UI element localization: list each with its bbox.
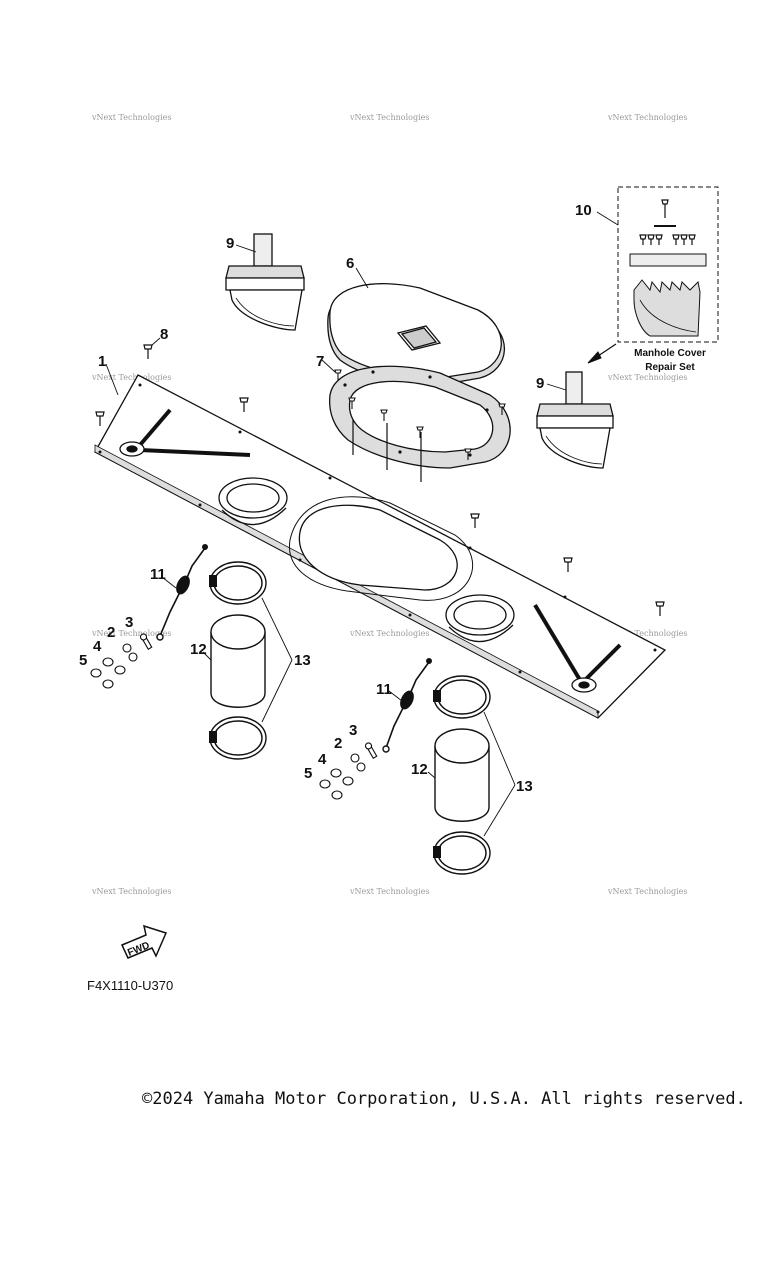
callout-5: 5	[304, 765, 312, 782]
watermark: vNext Technologies	[349, 629, 429, 638]
vent-fitting	[536, 371, 614, 469]
repair-set-box	[587, 186, 719, 364]
callout-11: 11	[150, 566, 166, 583]
watermark: vNext Technologies	[607, 113, 687, 122]
callouts: 1 8 9 6 7 10 9 11 12 13 3 2 4 5 11 12 13…	[79, 202, 592, 795]
manhole-frame	[328, 365, 511, 482]
watermark: vNext Technologies	[91, 113, 171, 122]
caption-line: Manhole Cover	[634, 348, 706, 359]
callout-2: 2	[107, 624, 115, 641]
watermark: vNext Technologies	[91, 887, 171, 896]
callout-9: 9	[536, 375, 544, 392]
copyright-notice: ©2024 Yamaha Motor Corporation, U.S.A. A…	[142, 1089, 746, 1109]
watermark: vNext Technologies	[91, 373, 171, 382]
callout-12: 12	[190, 641, 207, 658]
frame-screws	[334, 369, 506, 460]
callout-13: 13	[516, 778, 533, 795]
callout-9: 9	[226, 235, 234, 252]
plate-screws	[95, 344, 665, 616]
callout-3: 3	[125, 614, 133, 631]
kit-screw	[661, 199, 669, 218]
callout-8: 8	[160, 326, 168, 343]
repair-set-caption: Manhole Cover Repair Set	[628, 347, 712, 375]
deck-plate	[94, 374, 667, 719]
watermark: vNext Technologies	[349, 887, 429, 896]
watermark: vNext Technologies	[91, 629, 171, 638]
kit-rivets	[639, 234, 696, 245]
vent-fitting	[225, 233, 305, 331]
caption-line: Repair Set	[645, 362, 695, 373]
callout-13: 13	[294, 652, 311, 669]
fwd-arrow: FWD	[120, 924, 168, 959]
callout-5: 5	[79, 652, 87, 669]
callout-10: 10	[575, 202, 592, 219]
callout-2: 2	[334, 735, 342, 752]
hardware-left	[90, 633, 153, 689]
watermark: vNext Technologies	[607, 629, 687, 638]
callout-3: 3	[349, 722, 357, 739]
callout-6: 6	[346, 255, 354, 272]
hose-assembly-left	[156, 544, 267, 760]
callout-11: 11	[376, 681, 392, 698]
watermark: vNext Technologies	[349, 113, 429, 122]
watermark: vNext Technologies	[607, 373, 687, 382]
diagram-code: F4X1110-U370	[87, 978, 174, 993]
callout-7: 7	[316, 353, 324, 370]
manhole-cover	[327, 283, 505, 386]
callout-12: 12	[411, 761, 428, 778]
callout-4: 4	[93, 638, 102, 655]
callout-4: 4	[318, 751, 327, 768]
watermarks: vNext Technologies vNext Technologies vN…	[91, 113, 687, 896]
callout-1: 1	[98, 353, 106, 370]
hardware-right	[319, 742, 378, 800]
watermark: vNext Technologies	[607, 887, 687, 896]
hose-assembly-right	[382, 658, 491, 875]
leader-lines	[105, 211, 619, 837]
